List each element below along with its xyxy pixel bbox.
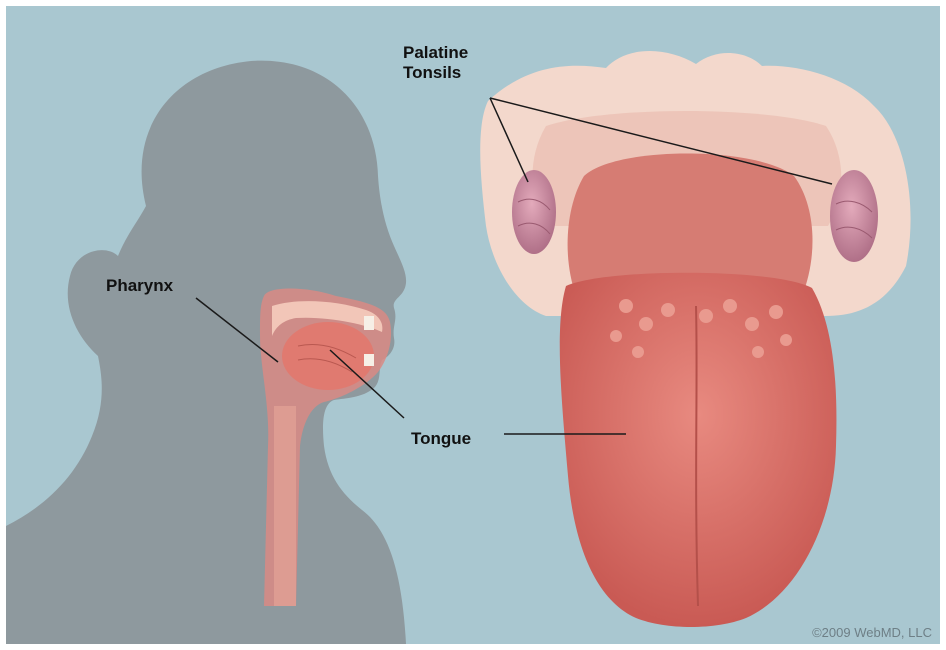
pharynx-label: Pharynx: [106, 276, 173, 296]
palatine-tonsils-label: Palatine Tonsils: [403, 43, 468, 83]
tongue-label: Tongue: [411, 429, 471, 449]
copyright-notice: ©2009 WebMD, LLC: [812, 625, 932, 640]
anatomy-illustration: [6, 6, 940, 644]
illustration-panel: Pharynx Tongue Palatine Tonsils ©2009 We…: [6, 6, 940, 644]
palatine-tonsil-left: [512, 170, 556, 254]
palatine-tonsil-right: [830, 170, 878, 262]
